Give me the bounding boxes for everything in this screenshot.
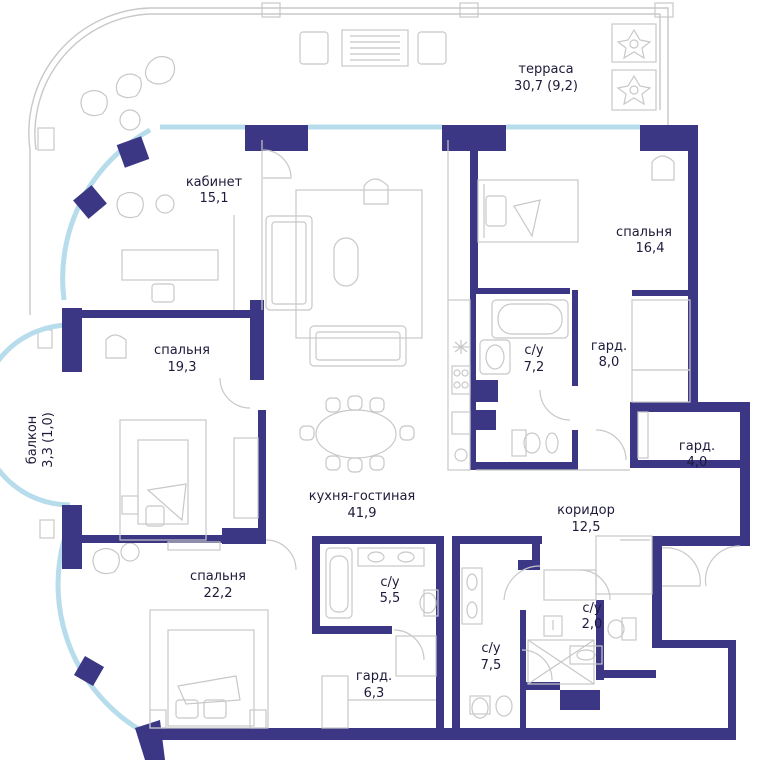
room-labels: терраса 30,7 (9,2) кабинет 15,1 спальня … bbox=[25, 62, 715, 701]
desk-icon bbox=[121, 249, 219, 303]
bed-ne-area: 16,4 bbox=[636, 241, 665, 256]
study-area: 15,1 bbox=[200, 191, 229, 206]
bathtub-icon bbox=[325, 299, 569, 619]
closet-shelves bbox=[321, 535, 653, 729]
corridor-name: коридор bbox=[557, 503, 615, 518]
bed-ne-name: спальня bbox=[616, 225, 672, 240]
corridor-area: 12,5 bbox=[572, 520, 601, 535]
bed-sw-area: 22,2 bbox=[204, 586, 233, 601]
plant-icon bbox=[611, 23, 657, 111]
sink-icon bbox=[357, 339, 603, 665]
toilet-icon bbox=[419, 429, 637, 719]
closet-2-area: 4,0 bbox=[687, 455, 708, 470]
kitchen-area: 41,9 bbox=[348, 506, 377, 521]
closet-3-area: 6,3 bbox=[364, 686, 385, 701]
dining-table-icon bbox=[299, 395, 415, 473]
bath-3-name: с/у bbox=[481, 641, 501, 656]
terrace-outline bbox=[28, 7, 669, 315]
sofa-icon bbox=[265, 178, 423, 367]
interior-lines bbox=[219, 140, 741, 681]
closet-1-name: гард. bbox=[591, 339, 627, 354]
bath-1-name: с/у bbox=[524, 343, 544, 358]
bath-4-area: 2,0 bbox=[582, 617, 603, 632]
closet-2-name: гард. bbox=[679, 439, 715, 454]
bed-w-area: 19,3 bbox=[168, 360, 197, 375]
table-icon bbox=[119, 109, 175, 562]
kitchen-name: кухня-гостиная bbox=[309, 489, 416, 504]
shower-icon bbox=[527, 615, 595, 685]
bed-icon bbox=[105, 155, 675, 729]
bath-3-area: 7,5 bbox=[481, 658, 502, 673]
bath-1-area: 7,2 bbox=[524, 360, 545, 375]
sun-lounger-icon bbox=[299, 29, 447, 67]
bath-4-name: с/у bbox=[582, 601, 602, 616]
study-name: кабинет bbox=[186, 175, 243, 190]
bath-2-name: с/у bbox=[380, 575, 400, 590]
bath-2-area: 5,5 bbox=[380, 591, 401, 606]
glass-windows bbox=[0, 124, 640, 733]
bed-sw-name: спальня bbox=[190, 569, 246, 584]
terrace-area: 30,7 (9,2) bbox=[514, 79, 578, 94]
terrace-posts bbox=[37, 2, 674, 539]
closet-3-name: гард. bbox=[356, 669, 392, 684]
armchair-icon bbox=[80, 55, 176, 575]
stove-icon bbox=[451, 340, 471, 462]
balcony-name: балкон bbox=[25, 416, 40, 465]
bed-w-name: спальня bbox=[154, 343, 210, 358]
balcony-area: 3,3 (1,0) bbox=[41, 412, 56, 468]
terrace-name: терраса bbox=[518, 62, 573, 77]
walls bbox=[62, 125, 750, 760]
closet-1-area: 8,0 bbox=[599, 355, 620, 370]
